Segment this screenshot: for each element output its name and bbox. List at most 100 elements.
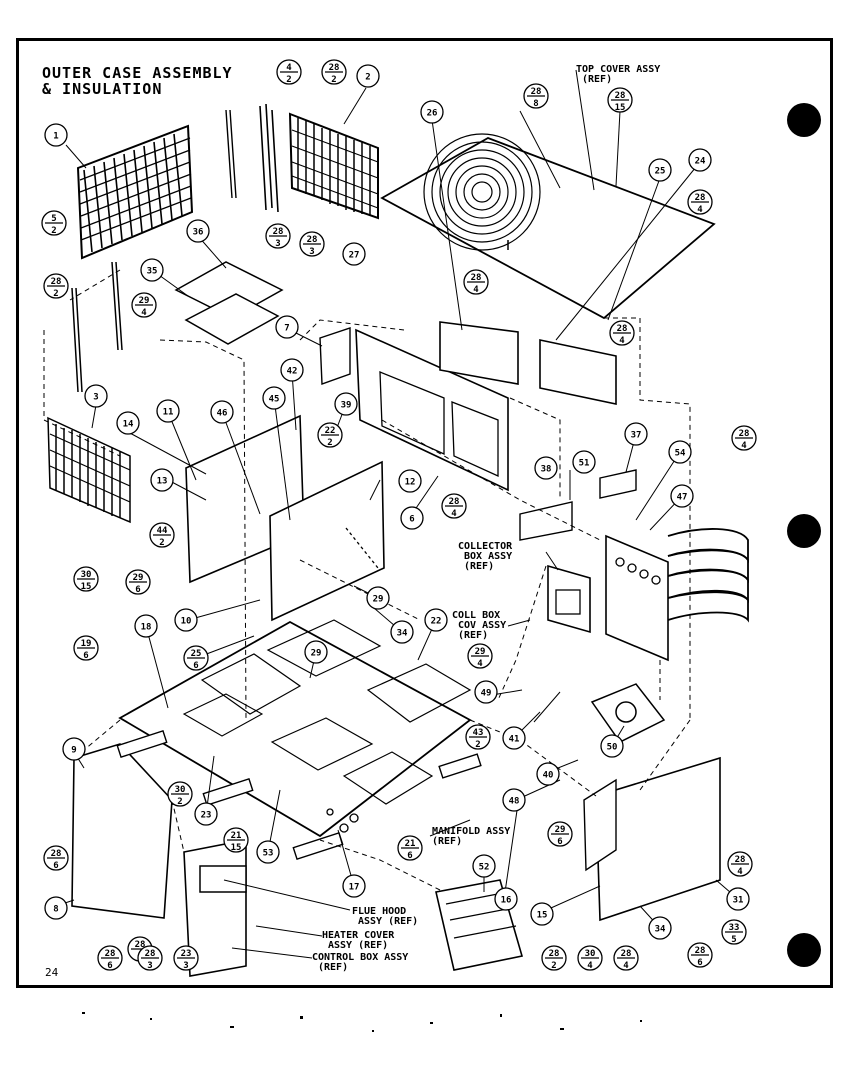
reference-callout-coll-box-cov: (REF) (458, 630, 488, 641)
scan-speck (560, 1028, 564, 1030)
fraction-callout-top: 30 (175, 785, 186, 795)
part-callout-number: 26 (427, 109, 438, 119)
part-callout-number: 11 (163, 408, 174, 418)
fraction-callout-top: 28 (449, 497, 460, 507)
reference-callout-manifold: (REF) (432, 836, 462, 847)
part-callout-number: 17 (349, 883, 360, 893)
part-callout-bubble (62, 737, 86, 761)
fraction-callout-top: 29 (133, 573, 144, 583)
part-callout-number: 14 (123, 420, 134, 430)
part-callout-number: 34 (655, 925, 666, 935)
fraction-callout-top: 28 (615, 91, 626, 101)
reference-callout-coll-box-cov: COLL BOX (452, 610, 500, 621)
fraction-callout-bottom: 3 (147, 961, 152, 971)
fraction-callout-bottom: 6 (557, 837, 562, 847)
part-callout-number: 54 (675, 449, 686, 459)
fraction-callout-bottom: 2 (159, 538, 164, 548)
fraction-callout-bottom: 6 (107, 961, 112, 971)
part-callout-bubble (262, 386, 286, 410)
fraction-callout-top: 29 (475, 647, 486, 657)
part-callout-number: 35 (147, 267, 158, 277)
part-callout-bubble (534, 456, 558, 480)
part-callout-number: 53 (263, 849, 274, 859)
fraction-callout-bottom: 4 (587, 961, 593, 971)
part-callout-number: 40 (543, 771, 554, 781)
part-callout-bubble (572, 450, 596, 474)
diagram-title-line2: & INSULATION (42, 80, 163, 98)
reference-callout-manifold: MANIFOLD ASSY (432, 826, 510, 837)
part-callout-number: 51 (579, 459, 590, 469)
part-callout-number: 7 (284, 324, 289, 334)
part-callout-bubble (334, 392, 358, 416)
part-callout-number: 34 (397, 629, 408, 639)
part-callout-number: 13 (157, 477, 168, 487)
fraction-callout-top: 21 (405, 839, 416, 849)
fraction-callout-top: 28 (621, 949, 632, 959)
lower-left-grille (47, 416, 131, 524)
part-callout-bubble (502, 726, 526, 750)
fraction-callout-top: 28 (735, 855, 746, 865)
fraction-callout-top: 44 (157, 526, 168, 536)
part-callout-bubble (398, 469, 422, 493)
part-callout-bubble (366, 586, 390, 610)
part-callout-bubble (84, 384, 108, 408)
fraction-callout-top: 28 (273, 227, 284, 237)
heater-exchanger (605, 528, 749, 662)
fraction-callout-bottom: 2 (331, 75, 336, 85)
fraction-callout-bottom: 6 (135, 585, 140, 595)
part-callout-number: 48 (509, 797, 520, 807)
fraction-callout-top: 28 (695, 193, 706, 203)
fraction-callout-top: 43 (473, 728, 484, 738)
fraction-callout-top: 33 (729, 923, 740, 933)
fraction-callout-top: 28 (739, 429, 750, 439)
part-callout-bubble (648, 158, 672, 182)
fraction-callout-bottom: 4 (451, 509, 457, 519)
part-callout-number: 10 (181, 617, 192, 627)
part-callout-number: 52 (479, 863, 490, 873)
binder-hole-bottom (787, 933, 821, 967)
fraction-callout-top: 28 (307, 235, 318, 245)
reference-callout-collector-box: BOX ASSY (464, 551, 512, 562)
reference-callout-heater-cover: ASSY (REF) (328, 940, 388, 951)
fraction-callout-bottom: 6 (83, 651, 88, 661)
part-callout-number: 3 (93, 393, 98, 403)
part-callout-bubble (44, 123, 68, 147)
part-callout-number: 37 (631, 431, 642, 441)
part-callout-number: 15 (537, 911, 548, 921)
part-callout-bubble (134, 614, 158, 638)
part-callout-bubble (156, 399, 180, 423)
part-callout-bubble (648, 916, 672, 940)
part-callout-bubble (210, 400, 234, 424)
part-callout-bubble (668, 440, 692, 464)
reference-callout-top-cover: (REF) (582, 74, 612, 85)
fraction-callout-top: 28 (531, 87, 542, 97)
part-callout-bubble (530, 902, 554, 926)
part-callout-bubble (536, 762, 560, 786)
part-callout-bubble (150, 468, 174, 492)
fraction-callout-top: 28 (617, 324, 628, 334)
fraction-callout-bottom: 3 (309, 247, 314, 257)
fraction-callout-top: 28 (549, 949, 560, 959)
part-callout-number: 16 (501, 896, 512, 906)
part-callout-number: 6 (409, 515, 414, 525)
part-callout-number: 25 (655, 167, 666, 177)
part-callout-bubble (726, 887, 750, 911)
scan-speck (500, 1014, 502, 1017)
fraction-callout-bottom: 4 (619, 336, 625, 346)
part-callout-bubble (502, 788, 526, 812)
fraction-callout-top: 28 (105, 949, 116, 959)
fraction-callout-top: 28 (695, 946, 706, 956)
reference-callout-top-cover: TOP COVER ASSY (576, 64, 660, 75)
fraction-callout-bottom: 5 (731, 935, 736, 945)
fraction-callout-bottom: 4 (697, 205, 703, 215)
scan-speck (640, 1020, 642, 1022)
part-callout-number: 49 (481, 689, 492, 699)
fraction-callout-bottom: 6 (407, 851, 412, 861)
part-callout-bubble (275, 315, 299, 339)
part-callout-number: 42 (287, 367, 298, 377)
fraction-callout-top: 25 (191, 649, 202, 659)
fraction-callout-bottom: 4 (741, 441, 747, 451)
fraction-callout-bottom: 6 (193, 661, 198, 671)
